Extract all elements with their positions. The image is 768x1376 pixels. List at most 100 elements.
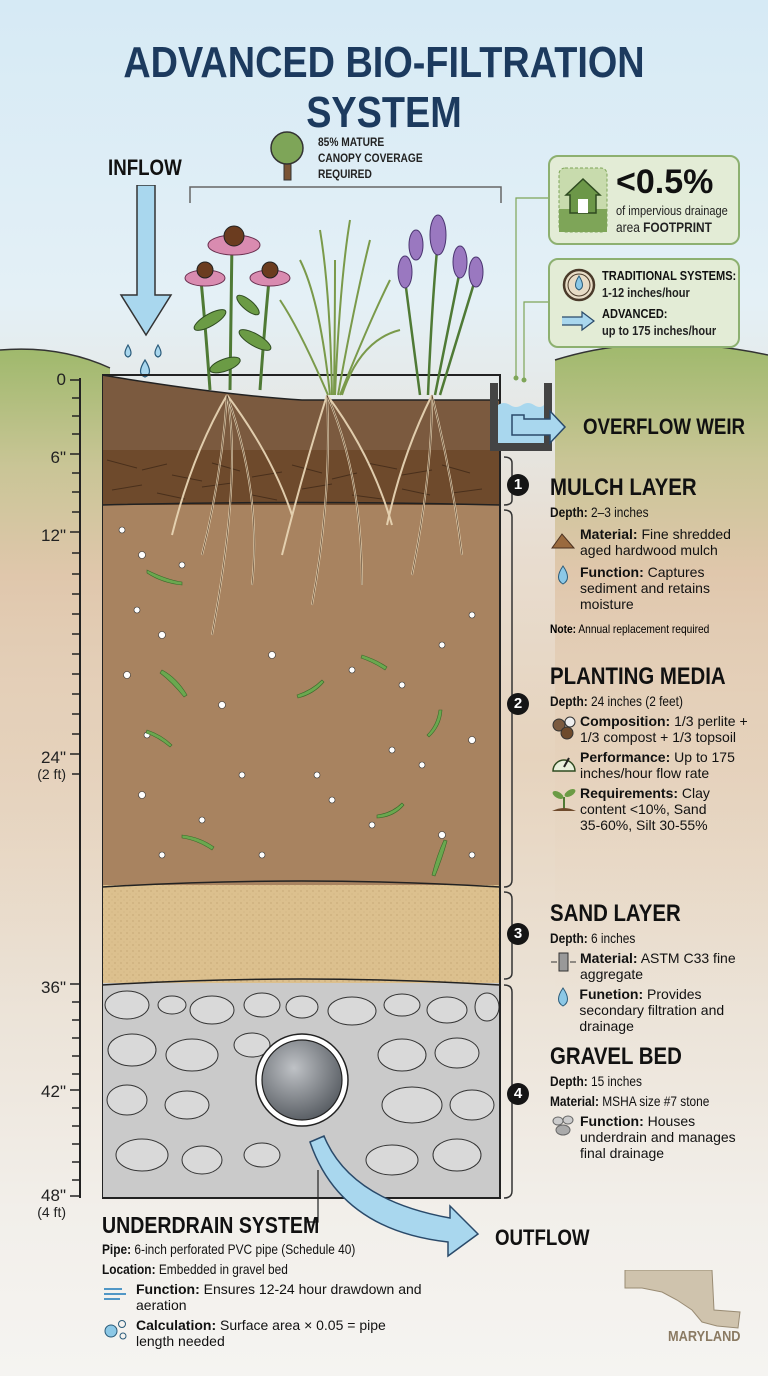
- material-value: MSHA size #7 stone: [602, 1093, 710, 1109]
- item-text: Fine shredded aged hardwood mulch: [580, 526, 731, 558]
- underdrain-panel: UNDERDRAIN SYSTEM Pipe: 6-inch perforate…: [102, 1212, 442, 1349]
- fast-flow-arrow-icon: [562, 310, 595, 332]
- depth-value: 6 inches: [590, 930, 636, 946]
- layer-1-depth: Depth: 2–3 inches: [550, 504, 733, 520]
- rate-card: TRADITIONAL SYSTEMS: 1-12 inches/hour AD…: [548, 258, 740, 348]
- advanced-label: ADVANCED:: [602, 306, 668, 321]
- sand-layer: [102, 885, 500, 983]
- layer-badge-2: 2: [507, 693, 529, 715]
- underdrain-function: Function: Ensures 12-24 hour drawdown an…: [102, 1281, 442, 1313]
- layer-3-item-function: Funetion: Provides secondary filtration …: [550, 986, 765, 1034]
- soil-mix-icon: [552, 716, 576, 740]
- layer-1-note: Note: Annual replacement required: [550, 622, 733, 636]
- layer-2-item-requirements: Requirements: Clay content <10%, Sand 35…: [550, 785, 765, 833]
- mulch-layer: [102, 450, 500, 505]
- water-drop-icon: [558, 987, 568, 1007]
- depth-label: Depth:: [550, 930, 588, 946]
- advanced-value: up to 175 inches/hour: [602, 323, 717, 338]
- item-label: Material:: [580, 526, 638, 542]
- tree-icon: [270, 131, 304, 181]
- traditional-label: TRADITIONAL SYSTEMS:: [602, 268, 737, 283]
- footprint-card: <0.5% of impervious drainage area FOOTPR…: [548, 155, 740, 245]
- layer-4-title: GRAVEL BED: [550, 1043, 682, 1070]
- card-leader-lines: [513, 197, 548, 383]
- bubbles-icon: [104, 1320, 127, 1340]
- layer-1-item-material: Material: Fine shredded aged hardwood mu…: [550, 526, 765, 558]
- item-label: Material:: [580, 950, 638, 966]
- ruler-tick-48-sub: (4 ft): [37, 1204, 66, 1220]
- canopy-bracket: [189, 186, 502, 203]
- underdrain-title: UNDERDRAIN SYSTEM: [102, 1212, 320, 1238]
- location-label: Location:: [102, 1261, 156, 1277]
- grass-icon: [279, 219, 401, 396]
- layer-4-panel: GRAVEL BED Depth: 15 inches Material: MS…: [550, 1043, 765, 1161]
- layer-4-material: Material: MSHA size #7 stone: [550, 1093, 733, 1109]
- layer-2-depth: Depth: 24 inches (2 feet): [550, 693, 733, 709]
- overflow-weir-label: OVERFLOW WEIR: [583, 414, 746, 439]
- depth-label: Depth:: [550, 1073, 588, 1089]
- layer-3-title: SAND LAYER: [550, 900, 681, 927]
- drop-circle-icon: [562, 268, 596, 302]
- note-label: Note:: [550, 622, 577, 636]
- outflow-arrow-icon: [306, 1135, 480, 1258]
- calc-label: Calculation:: [136, 1317, 217, 1333]
- location-value: Embedded in gravel bed: [158, 1261, 288, 1277]
- item-label: Requirements:: [580, 785, 679, 801]
- item-label: Function:: [580, 1113, 644, 1129]
- canopy-line-1: 85% MATURE: [318, 135, 385, 149]
- calc-value: Surface area × 0.05 = pipe length needed: [136, 1317, 386, 1349]
- coneflower-icon: [184, 225, 291, 391]
- item-text: Up to 175 inches/hour flow rate: [580, 749, 735, 781]
- material-label: Material:: [550, 1093, 599, 1109]
- underdrain-location: Location: Embedded in gravel bed: [102, 1261, 391, 1277]
- layer-3-item-material: Material: ASTM C33 fine aggregate: [550, 950, 765, 982]
- ruler-tick-48: 48": [41, 1186, 66, 1205]
- footprint-line-1: of impervious drainage: [616, 203, 728, 218]
- underdrain-calculation: Calculation: Surface area × 0.05 = pipe …: [102, 1317, 442, 1349]
- footprint-bold: FOOTPRINT: [643, 219, 712, 235]
- item-text: Houses underdrain and manages final drai…: [580, 1113, 736, 1161]
- pipe-value: 6-inch perforated PVC pipe (Schedule 40): [134, 1241, 356, 1257]
- inflow-label: INFLOW: [108, 155, 182, 180]
- layer-2-item-composition: Composition: 1/3 perlite + 1/3 compost +…: [550, 713, 765, 745]
- depth-label: Depth:: [550, 693, 588, 709]
- layer-3-depth: Depth: 6 inches: [550, 930, 733, 946]
- footprint-prefix: area: [616, 219, 644, 235]
- stones-icon: [552, 1115, 574, 1136]
- mulch-pile-icon: [551, 533, 576, 549]
- lavender-icon: [397, 214, 484, 396]
- item-text: Clay content <10%, Sand 35-60%, Silt 30-…: [580, 785, 710, 833]
- item-label: Composition:: [580, 713, 671, 729]
- ruler-tick-6: 6": [50, 448, 67, 467]
- layer-1-title: MULCH LAYER: [550, 474, 697, 501]
- state-label: MARYLAND: [668, 1328, 741, 1345]
- ruler-tick-0: 0: [56, 370, 66, 389]
- depth-label: Depth:: [550, 504, 588, 520]
- ruler-tick-24: 24": [41, 748, 66, 767]
- item-label: Funetion:: [579, 986, 644, 1002]
- maryland-map-icon: [624, 1270, 741, 1329]
- footprint-value: <0.5%: [616, 163, 714, 201]
- ruler-tick-36: 36": [41, 978, 66, 997]
- water-drop-icon: [558, 565, 568, 585]
- footprint-line-2: area FOOTPRINT: [616, 219, 712, 235]
- layer-3-panel: SAND LAYER Depth: 6 inches Material: AST…: [550, 900, 765, 1034]
- ruler-tick-24-sub: (2 ft): [37, 766, 66, 782]
- layer-4-item-function: Function: Houses underdrain and manages …: [550, 1113, 765, 1161]
- item-text: ASTM C33 fine aggregate: [580, 950, 736, 982]
- page-title: ADVANCED BIO-FILTRATION SYSTEM: [123, 38, 645, 137]
- traditional-value: 1-12 inches/hour: [602, 285, 690, 300]
- sprout-icon: [552, 789, 576, 811]
- depth-ruler: [79, 378, 81, 1198]
- layer-1-panel: MULCH LAYER Depth: 2–3 inches Material: …: [550, 474, 765, 636]
- item-text: Captures sediment and retains moisture: [580, 564, 710, 612]
- layer-2-title: PLANTING MEDIA: [550, 663, 726, 690]
- layer-2-panel: PLANTING MEDIA Depth: 24 inches (2 feet)…: [550, 663, 765, 833]
- underdrain-pipe: Pipe: 6-inch perforated PVC pipe (Schedu…: [102, 1241, 391, 1257]
- function-value: Ensures 12-24 hour drawdown and aeration: [136, 1281, 422, 1313]
- function-label: Function:: [136, 1281, 200, 1297]
- canopy-line-2: CANOPY COVERAGE: [318, 151, 423, 165]
- ruler-tick-marks: [70, 379, 80, 1197]
- layer-2-item-performance: Performance: Up to 175 inches/hour flow …: [550, 749, 765, 781]
- cross-section: [102, 374, 501, 1199]
